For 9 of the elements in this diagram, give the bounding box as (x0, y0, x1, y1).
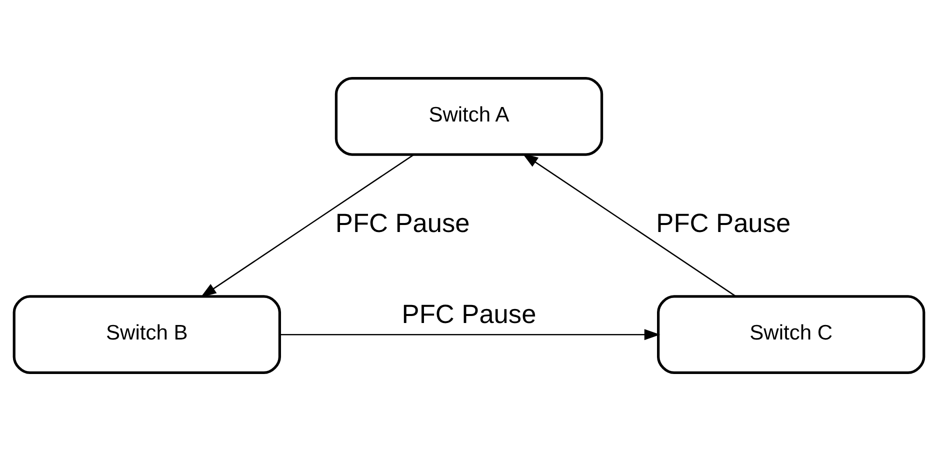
node-box: Switch B (12, 294, 281, 374)
arrow (280, 328, 660, 340)
edge-label: PFC Pause (402, 298, 536, 328)
arrow (200, 153, 414, 297)
edge-label: PFC Pause (656, 208, 791, 238)
edge-label: PFC Pause (335, 208, 470, 238)
node-box: Switch A (334, 76, 604, 156)
arrow (522, 152, 736, 296)
node-box: Switch C (657, 294, 926, 374)
